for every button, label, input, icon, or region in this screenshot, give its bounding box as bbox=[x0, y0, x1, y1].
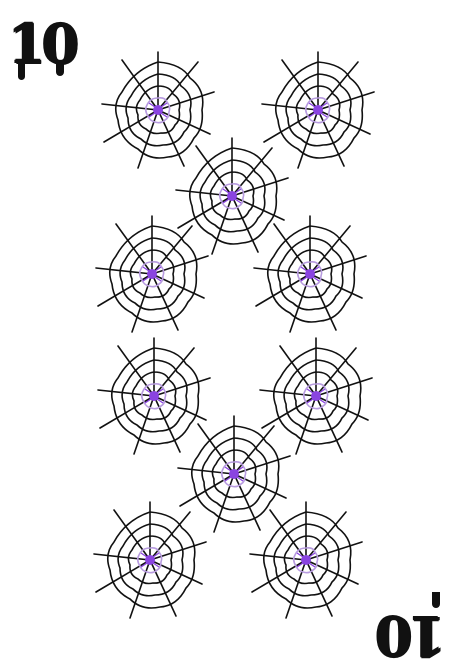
spider-web-icon bbox=[253, 215, 367, 333]
rank-index-top: 10 bbox=[8, 11, 79, 75]
ink-drip bbox=[56, 60, 64, 76]
rank-index-bottom: 10 bbox=[378, 605, 446, 669]
ink-drip bbox=[432, 592, 440, 608]
spider-web-icon bbox=[93, 501, 207, 619]
ink-drip bbox=[18, 62, 25, 80]
spider-web-icon bbox=[249, 501, 363, 619]
spider-web-icon bbox=[95, 215, 209, 333]
